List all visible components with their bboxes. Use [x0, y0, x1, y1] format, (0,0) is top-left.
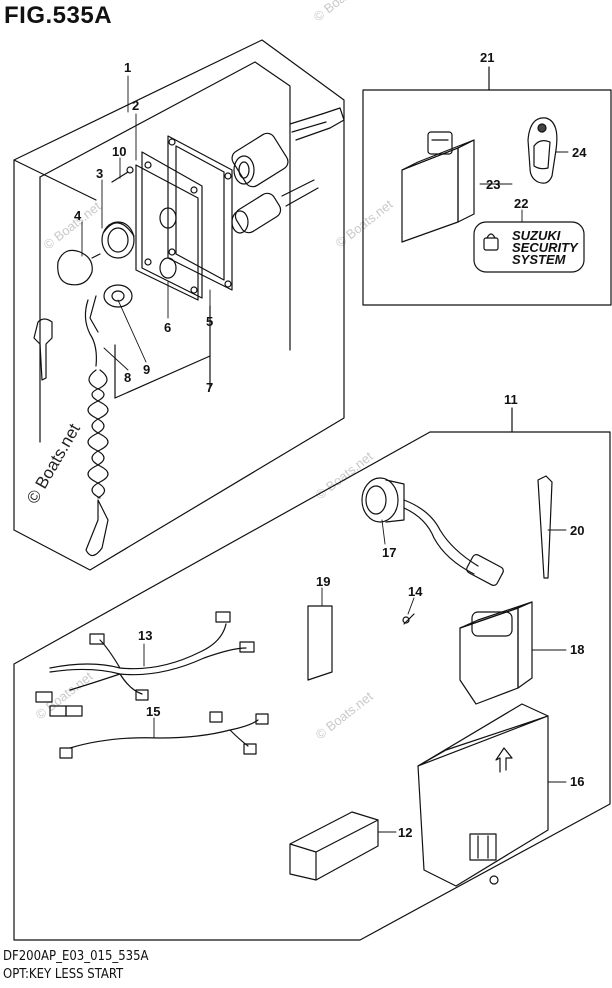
callouts: 1 2 3 4 5 6 7 8 9 10 11 12 13 14 15 16 1… [74, 50, 587, 840]
model-code: DF200AP_E03_015_535A [3, 949, 149, 964]
watermark: © Boats.net [333, 196, 396, 250]
ignition-switch [33, 166, 135, 381]
security-label-line3: SYSTEM [512, 252, 567, 267]
callout-4: 4 [74, 208, 82, 223]
callout-6: 6 [164, 320, 171, 335]
security-label-22: SUZUKI SECURITY SYSTEM [473, 221, 585, 273]
control-module-23 [401, 131, 475, 243]
watermark: © Boats.net [313, 688, 376, 742]
callout-21: 21 [480, 50, 494, 65]
watermark: © Boats.net [23, 420, 84, 507]
callout-16: 16 [570, 774, 584, 789]
callout-2: 2 [132, 98, 139, 113]
watermark: © Boats.net [33, 668, 96, 722]
callout-23: 23 [486, 177, 500, 192]
harness-15 [59, 711, 269, 759]
callout-7: 7 [206, 380, 213, 395]
callout-10: 10 [112, 144, 126, 159]
callout-24: 24 [572, 145, 587, 160]
callout-14: 14 [408, 584, 423, 599]
assembly-frame-1 [13, 39, 345, 571]
gasket [167, 135, 233, 291]
sensor-17 [361, 477, 504, 587]
callout-18: 18 [570, 642, 584, 657]
callout-15: 15 [146, 704, 160, 719]
figure-description: OPT:KEY LESS START [3, 967, 124, 982]
callout-12: 12 [398, 825, 412, 840]
relay-18 [459, 601, 533, 705]
module-16 [417, 703, 549, 887]
figure-title: FIG.535A [4, 2, 113, 29]
lanyard [84, 295, 109, 557]
security-label-line1: SUZUKI [512, 228, 561, 243]
callout-5: 5 [206, 314, 213, 329]
callout-1: 1 [124, 60, 131, 75]
screw-14 [402, 613, 415, 625]
security-label-line2: SECURITY [512, 240, 579, 255]
callout-3: 3 [96, 166, 103, 181]
assembly-frame-21 [362, 66, 612, 306]
harness-connector-lower [231, 179, 319, 234]
callout-20: 20 [570, 523, 584, 538]
key-fob-24 [527, 117, 558, 184]
callout-17: 17 [382, 545, 396, 560]
callout-22: 22 [514, 196, 528, 211]
watermark: © Boats.net [41, 198, 104, 252]
callout-19: 19 [316, 574, 330, 589]
harness-13 [35, 611, 255, 717]
cable-tie-20 [537, 475, 553, 579]
assembly-frame-11 [13, 407, 611, 941]
watermark: © Boats.net [311, 0, 374, 24]
callout-8: 8 [124, 370, 131, 385]
callout-9: 9 [143, 362, 150, 377]
harness-connector-upper [231, 107, 345, 188]
bracket-12 [289, 811, 379, 881]
panel-plate [135, 151, 203, 301]
callout-13: 13 [138, 628, 152, 643]
leader-lines [81, 75, 569, 833]
sheet-19 [307, 605, 333, 681]
callout-11: 11 [504, 392, 518, 407]
